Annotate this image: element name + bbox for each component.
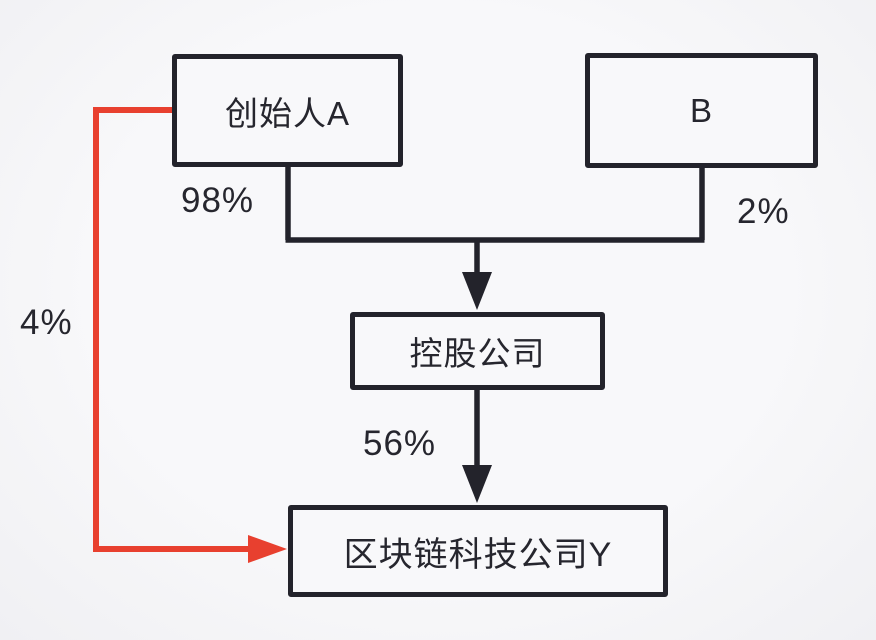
edge-label-holding-to-y: 56% (363, 424, 437, 463)
node-company-y: 区块链科技公司Y (288, 505, 668, 597)
node-shareholder-b: B (585, 53, 818, 168)
node-holding-company-label: 控股公司 (409, 335, 546, 372)
node-company-y-label: 区块链科技公司Y (343, 535, 613, 574)
node-holding-company: 控股公司 (350, 312, 605, 390)
node-founder-a-label: 创始人A (224, 94, 350, 132)
connector-a-to-y-red (93, 107, 249, 552)
edge-label-a-to-holding: 98% (181, 181, 255, 220)
edge-label-a-to-y-direct: 4% (20, 303, 73, 342)
node-shareholder-b-label: B (689, 91, 713, 129)
arrowhead-down-company-y-icon (462, 465, 492, 503)
edge-label-b-to-holding: 2% (737, 192, 790, 231)
node-founder-a: 创始人A (172, 54, 403, 167)
arrowhead-down-holding-icon (462, 272, 492, 310)
arrowhead-right-red-icon (248, 535, 287, 563)
